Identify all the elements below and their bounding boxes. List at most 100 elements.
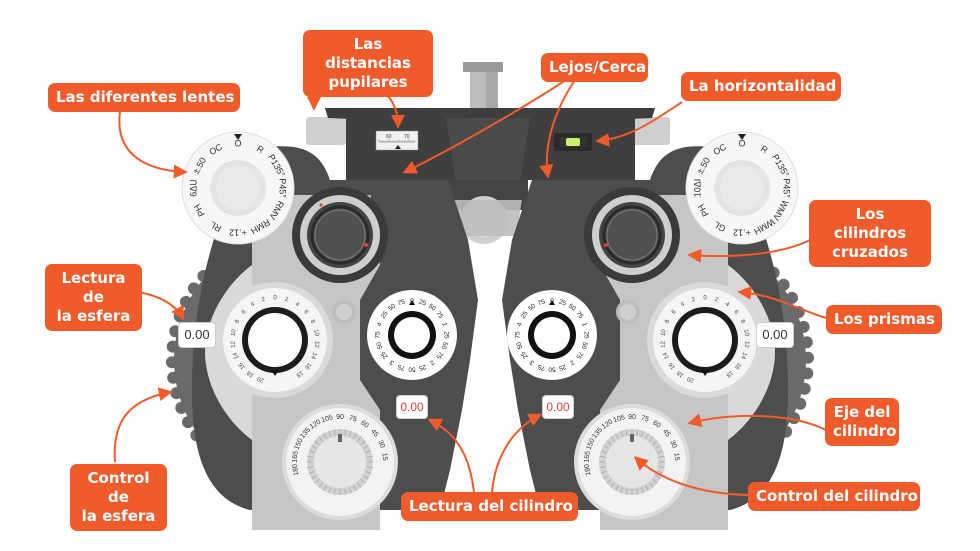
sphere-scale-left-label: 16: [238, 361, 247, 370]
label-lenses: Las diferentes lentes: [48, 83, 240, 112]
axis-scale-left-label: 180: [292, 463, 301, 476]
aux-dial-left-label: 6ΔU: [188, 179, 198, 197]
label-cylinder-axis: Eje del cilindro: [825, 398, 899, 446]
sphere-scale-left-label: 18: [294, 369, 303, 378]
axis-scale-right-label: 75: [640, 415, 650, 424]
cyl-scale-right-label: 50: [527, 302, 537, 312]
cyl-scale-left-label: 50: [440, 341, 449, 350]
axis-scale-right-label: 150: [585, 437, 596, 451]
axis-scale-right-label: 15: [672, 453, 680, 462]
sphere-scale-right-label: 12: [660, 340, 667, 348]
pd-scale-label-70: 70: [404, 134, 410, 140]
sphere-scale-left-label: 8: [309, 319, 316, 325]
cyl-scale-left-label: 25: [418, 298, 427, 307]
axis-scale-right-label: 105: [613, 414, 626, 424]
arrow-icon: [737, 285, 827, 319]
arrow-icon: [427, 418, 475, 493]
axis-scale-right-label: 30: [668, 439, 678, 449]
axis-scale-left-label: 60: [359, 420, 369, 430]
aux-dial-right-label: O: [738, 138, 745, 148]
sphere-scale-right-label: 14: [662, 351, 670, 360]
label-prisms: Los prismas: [826, 305, 942, 334]
cyl-scale-left-label: 50: [375, 341, 384, 350]
level-bubble-icon: [554, 133, 592, 151]
arrow-icon: [595, 101, 683, 147]
cyl-scale-left-label: 75: [397, 298, 406, 307]
cyl-scale-left-label: 75: [434, 310, 444, 320]
sphere-scale-right-label: 18: [724, 369, 733, 378]
label-cylinder-control: Control del cilindro: [748, 482, 920, 511]
aux-dial-left-label: O: [234, 138, 241, 148]
arrow-icon: [687, 239, 811, 263]
arrow-icon: [491, 413, 543, 493]
cyl-scale-left-label: 25: [442, 331, 449, 339]
pd-scale: 60 70: [375, 130, 419, 151]
cyl-scale-left-label: 50: [387, 302, 397, 312]
cyl-scale-right-label: 75: [574, 350, 584, 360]
cyl-scale-right-label: 50: [548, 365, 556, 372]
sphere-scale-left-label: 20: [256, 375, 265, 383]
label-sphere-control: Control de la esfera: [70, 464, 167, 531]
cyl-scale-left-label: 75: [375, 331, 382, 339]
arrow-icon: [539, 79, 576, 179]
cyl-scale-left-label: 25: [380, 310, 390, 320]
top-post: [463, 62, 503, 112]
axis-scale-right-label: 165: [583, 451, 591, 464]
sphere-scale-right-label: 2: [691, 297, 696, 304]
aux-dial-left-label: R: [255, 143, 266, 155]
axis-scale-left-label: 75: [348, 415, 358, 424]
cyl-scale-left-label: 2: [428, 358, 435, 366]
label-far-near: Lejos/Cerca: [541, 53, 648, 82]
cylinder-reading-left: 0.00: [397, 396, 427, 418]
axis-scale-right-label: 60: [651, 420, 661, 430]
cyl-scale-right-label: 25: [582, 331, 589, 339]
sphere-scale-left-label: 12: [230, 340, 237, 348]
cyl-scale-right-label: 25: [558, 363, 567, 372]
sphere-scale-left-label: 16: [303, 361, 312, 370]
cyl-scale-left-label: 75: [397, 363, 406, 372]
sphere-scale-left-label: 2: [284, 297, 289, 304]
sphere-scale-right-label: 12: [743, 341, 750, 349]
axis-scale-left-label: 45: [369, 428, 379, 439]
sphere-scale-right-label: 0: [703, 296, 707, 302]
aux-dial-left-label: +.12: [229, 228, 247, 238]
cyl-scale-right-label: 50: [567, 303, 577, 313]
cyl-scale-left-label: 75: [434, 350, 444, 360]
arrow-icon: [687, 413, 827, 431]
sphere-scale-left-label: 4: [294, 301, 301, 308]
sphere-scale-right-label: 4: [724, 301, 731, 308]
cyl-scale-right-label: 50: [515, 341, 524, 350]
sphere-reading-right: 0.00: [757, 323, 793, 347]
aux-dial-left-label: RL: [208, 219, 223, 233]
cyl-scale-right-label: 75: [515, 331, 522, 339]
sphere-scale-right-label: 2: [714, 297, 719, 304]
label-crossed-cylinders: Los cilindros cruzados: [809, 200, 931, 267]
cyl-scale-right-label: 75: [537, 363, 546, 372]
aux-dial-left-label: P45°: [278, 178, 288, 198]
cyl-scale-left-label: 25: [418, 363, 427, 372]
cyl-scale-right-label: 75: [537, 298, 546, 307]
cyl-scale-right-label: 2: [568, 358, 575, 366]
sphere-scale-left-label: 14: [232, 351, 240, 360]
cylinder-reading-right: 0.00: [543, 396, 573, 418]
sphere-scale-right-label: 16: [733, 361, 742, 370]
cyl-scale-right-label: 50: [580, 341, 589, 350]
axis-scale-left-label: 30: [376, 439, 386, 449]
sphere-scale-right-label: 6: [732, 309, 739, 316]
label-level: La horizontalidad: [681, 72, 841, 101]
sphere-scale-right-label: 8: [664, 318, 671, 324]
axis-scale-left-label: 150: [293, 437, 304, 451]
axis-scale-right-label: 45: [661, 428, 671, 439]
sphere-scale-right-label: 18: [676, 369, 685, 378]
arrow-icon: [113, 387, 173, 463]
cyl-scale-right-label: 1: [580, 322, 588, 328]
sphere-scale-left-label: 8: [234, 318, 241, 324]
sphere-scale-right-label: 10: [742, 329, 749, 337]
label-interpupillary-distance: Las distancias pupilares: [303, 30, 433, 97]
sphere-scale-right-label: 16: [668, 361, 677, 370]
cyl-scale-right-label: 3: [528, 358, 535, 366]
axis-scale-right-label: 180: [584, 463, 593, 476]
cyl-scale-right-label: 75: [574, 310, 584, 320]
sphere-scale-left-label: 18: [246, 369, 255, 378]
